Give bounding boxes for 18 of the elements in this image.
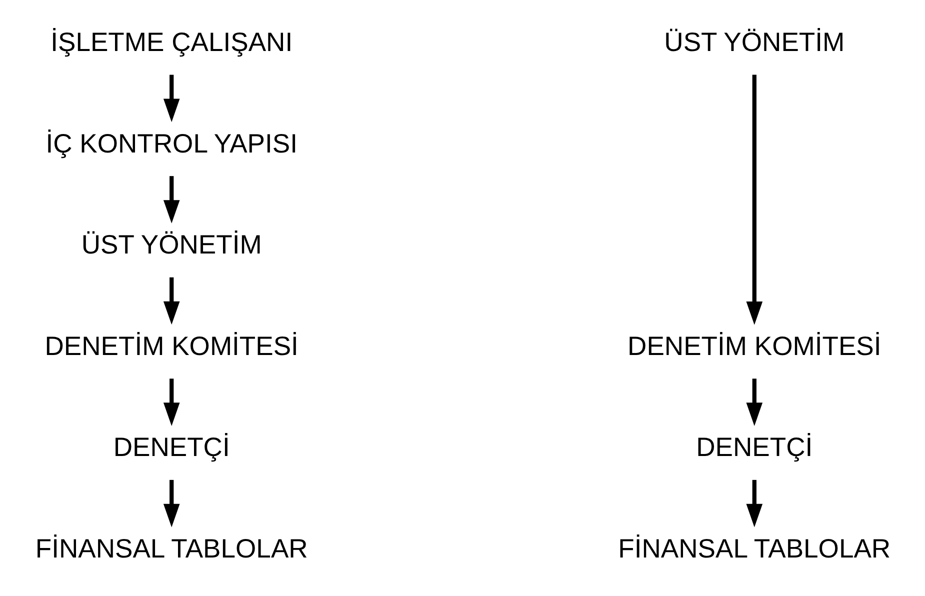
node-text: DENETÇİ	[112, 432, 230, 462]
node-text: İÇ KONTROL YAPISI	[45, 128, 297, 158]
arrow	[162, 277, 180, 325]
node-text: ÜST YÖNETİM	[664, 27, 844, 58]
node-text: FİNANSAL TABLOLAR	[618, 534, 890, 564]
node-text: FİNANSAL TABLOLAR	[34, 534, 308, 564]
node-text: DENETİM KOMİTESİ	[44, 330, 298, 361]
node-text: DENETİM KOMİTESİ	[627, 330, 881, 361]
arrow	[746, 74, 762, 325]
arrow	[746, 480, 762, 528]
arrow	[162, 378, 180, 426]
arrow	[162, 176, 180, 224]
arrow	[162, 74, 180, 122]
node-text: İŞLETME ÇALIŞANI	[50, 27, 292, 58]
arrow	[162, 480, 180, 528]
arrow	[746, 378, 762, 426]
node-text: DENETÇİ	[696, 432, 812, 462]
node-text: ÜST YÖNETİM	[80, 230, 262, 260]
